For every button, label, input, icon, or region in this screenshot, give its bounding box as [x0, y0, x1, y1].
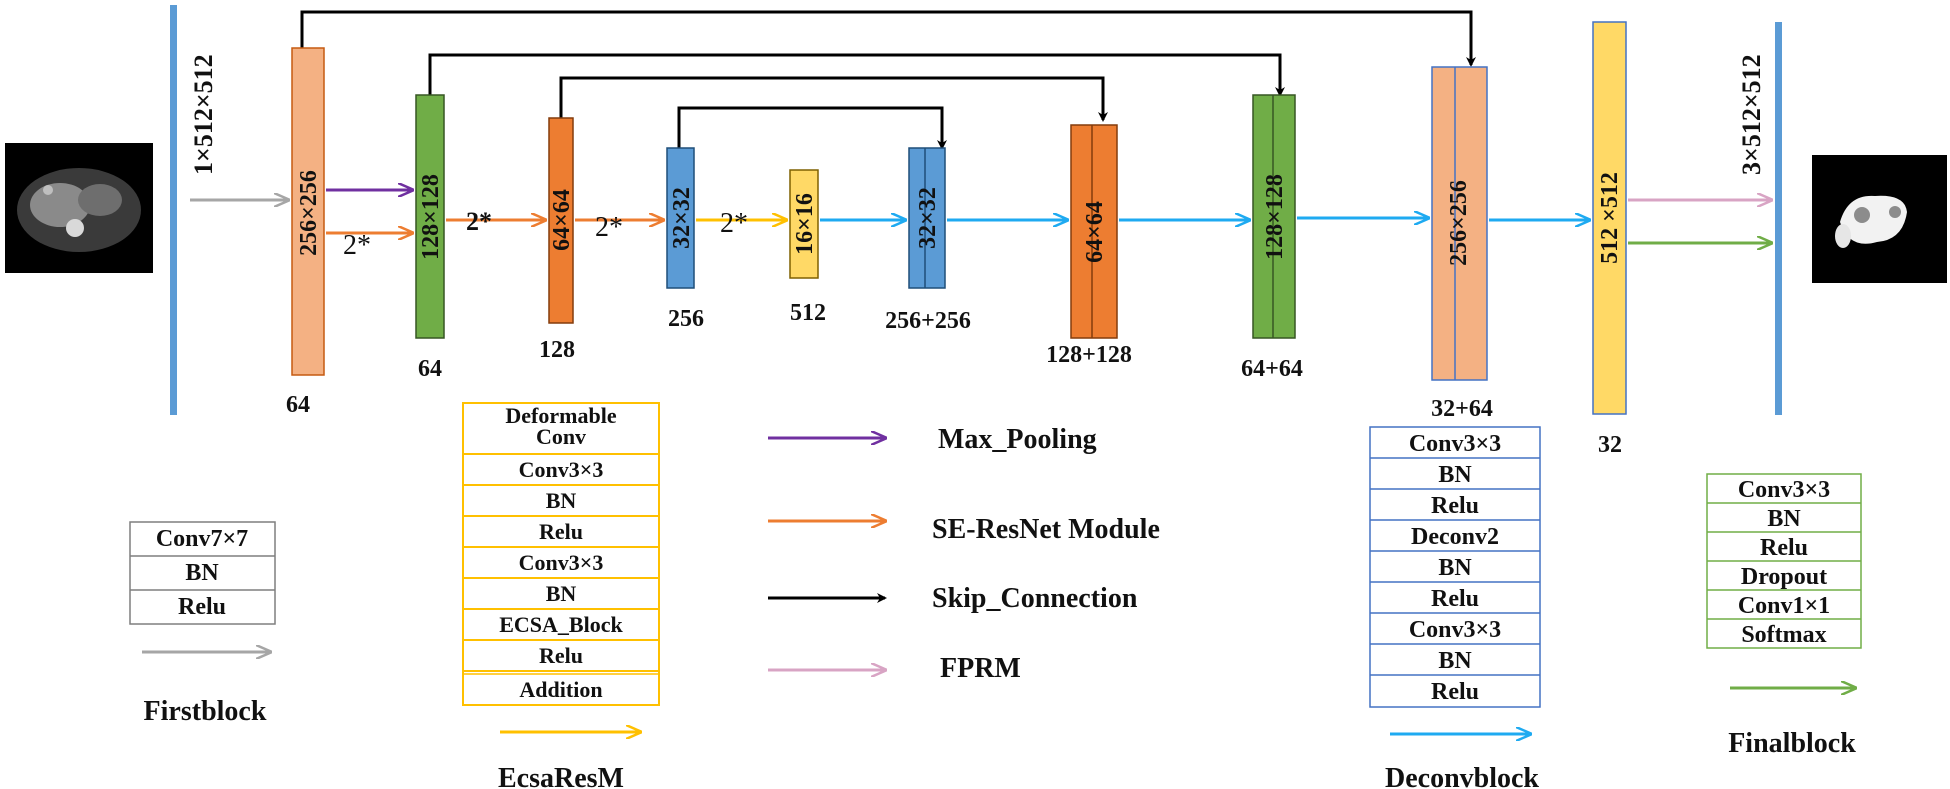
deconvblock-row-1: Conv3×3 — [1409, 431, 1501, 457]
output-dims-label: 3×512×512 — [1737, 54, 1766, 175]
skip-connection-2 — [428, 53, 1285, 97]
decoder-3-channels: 64+64 — [1241, 356, 1303, 382]
firstblock-table: Conv7×7 BN Relu — [129, 521, 276, 625]
deconvblock-row-7: Conv3×3 — [1409, 617, 1501, 643]
decoder-2-channels: 128+128 — [1046, 342, 1132, 368]
input-dims-label: 1×512×512 — [189, 54, 218, 175]
finalblock-title: Finalblock — [1728, 728, 1856, 759]
encoder-3-channels: 128 — [539, 337, 575, 363]
encoder-2-channels: 64 — [418, 356, 442, 382]
ecsaresm-row-1: Deformable Conv — [505, 405, 617, 449]
deconvblock-table: Conv3×3 BN Relu Deconv2 BN Relu Conv3×3 … — [1369, 426, 1541, 708]
encoder-1-channels: 64 — [286, 392, 310, 418]
finalblock-row-1: Conv3×3 — [1738, 477, 1830, 503]
ecsaresm-row-9: Addition — [519, 677, 602, 702]
encoder-1-dims: 256×256 — [296, 170, 322, 256]
decoder-block-1 — [908, 147, 946, 289]
deconvblock-row-4: Deconv2 — [1411, 524, 1499, 550]
input-ct-image — [5, 143, 153, 273]
decoder-1-channels: 256+256 — [885, 308, 971, 334]
ecsaresm-row-2: Conv3×3 — [519, 457, 604, 482]
encoder-4-dims: 32×32 — [669, 187, 695, 249]
decoder-4-dims: 256×256 — [1446, 180, 1472, 266]
finalblock-row-6: Softmax — [1741, 622, 1826, 648]
arrow-label-3: 2* — [595, 212, 623, 243]
encoder-block-2 — [415, 94, 445, 339]
encoder-block-4 — [666, 147, 695, 289]
legend-label-maxpool: Max_Pooling — [938, 424, 1097, 455]
decoder-3-dims: 128×128 — [1262, 174, 1288, 260]
ecsaresm-title: EcsaResM — [498, 763, 624, 789]
encoder-2-dims: 128×128 — [418, 174, 444, 260]
decoder-5-channels: 32 — [1598, 432, 1622, 458]
finalblock-table: Conv3×3 BN Relu Dropout Conv1×1 Softmax — [1706, 473, 1862, 649]
skip-connection-1 — [300, 10, 1476, 67]
ecsaresm-row-4: Relu — [539, 519, 583, 544]
decoder-2-dims: 64×64 — [1082, 201, 1108, 263]
arrow-label-4: 2* — [720, 208, 748, 239]
arrow-label-2: 2* — [466, 207, 492, 236]
ecsaresm-row-5: Conv3×3 — [519, 550, 604, 575]
encoder-block-5 — [789, 169, 819, 279]
deconvblock-row-5: BN — [1438, 555, 1472, 581]
firstblock-row-1: Conv7×7 — [156, 526, 248, 552]
decoder-5-dims: 512 ×512 — [1597, 172, 1623, 264]
encoder-3-dims: 64×64 — [549, 189, 575, 251]
deconvblock-row-6: Relu — [1431, 586, 1479, 612]
legend-label-fprm: FPRM — [940, 653, 1021, 684]
deconvblock-title: Deconvblock — [1385, 763, 1539, 789]
legend-label-skip: Skip_Connection — [932, 583, 1138, 614]
encoder-4-channels: 256 — [668, 306, 704, 332]
output-segmentation-mask — [1812, 155, 1947, 283]
finalblock-row-5: Conv1×1 — [1738, 593, 1830, 619]
ecsaresm-row-6: BN — [546, 581, 577, 606]
output-bar — [1775, 22, 1782, 415]
deconvblock-row-8: BN — [1438, 648, 1472, 674]
skip-connection-4 — [677, 106, 947, 150]
decoder-block-4 — [1431, 66, 1488, 381]
deconvblock-row-9: Relu — [1431, 679, 1479, 705]
decoder-block-5 — [1592, 21, 1627, 415]
deconvblock-row-3: Relu — [1431, 493, 1479, 519]
finalblock-row-2: BN — [1767, 506, 1801, 532]
deconvblock-row-2: BN — [1438, 462, 1472, 488]
firstblock-row-3: Relu — [178, 594, 226, 620]
firstblock-row-2: BN — [185, 560, 219, 586]
ecsaresm-row-8: Relu — [539, 643, 583, 668]
input-bar — [170, 5, 177, 415]
ecsaresm-row-7: ECSA_Block — [499, 612, 623, 637]
decoder-block-2 — [1070, 124, 1118, 339]
decoder-1-dims: 32×32 — [915, 187, 941, 249]
encoder-block-3 — [548, 117, 574, 324]
legend: Max_Pooling SE-ResNet Module Skip_Connec… — [768, 424, 1160, 684]
ecsaresm-table: Deformable Conv Conv3×3 BN Relu Conv3×3 … — [462, 402, 660, 706]
decoder-4-channels: 32+64 — [1431, 396, 1493, 422]
decoder-block-3 — [1252, 94, 1296, 339]
arrow-label-1: 2* — [343, 230, 371, 261]
encoder-block-1 — [291, 47, 325, 376]
encoder-5-dims: 16×16 — [792, 193, 818, 255]
finalblock-row-4: Dropout — [1741, 564, 1827, 590]
skip-connection-3 — [559, 76, 1108, 122]
ecsaresm-row-3: BN — [546, 488, 577, 513]
legend-label-se: SE-ResNet Module — [932, 514, 1160, 545]
firstblock-title: Firstblock — [144, 696, 267, 727]
finalblock-row-3: Relu — [1760, 535, 1808, 561]
encoder-5-channels: 512 — [790, 300, 826, 326]
